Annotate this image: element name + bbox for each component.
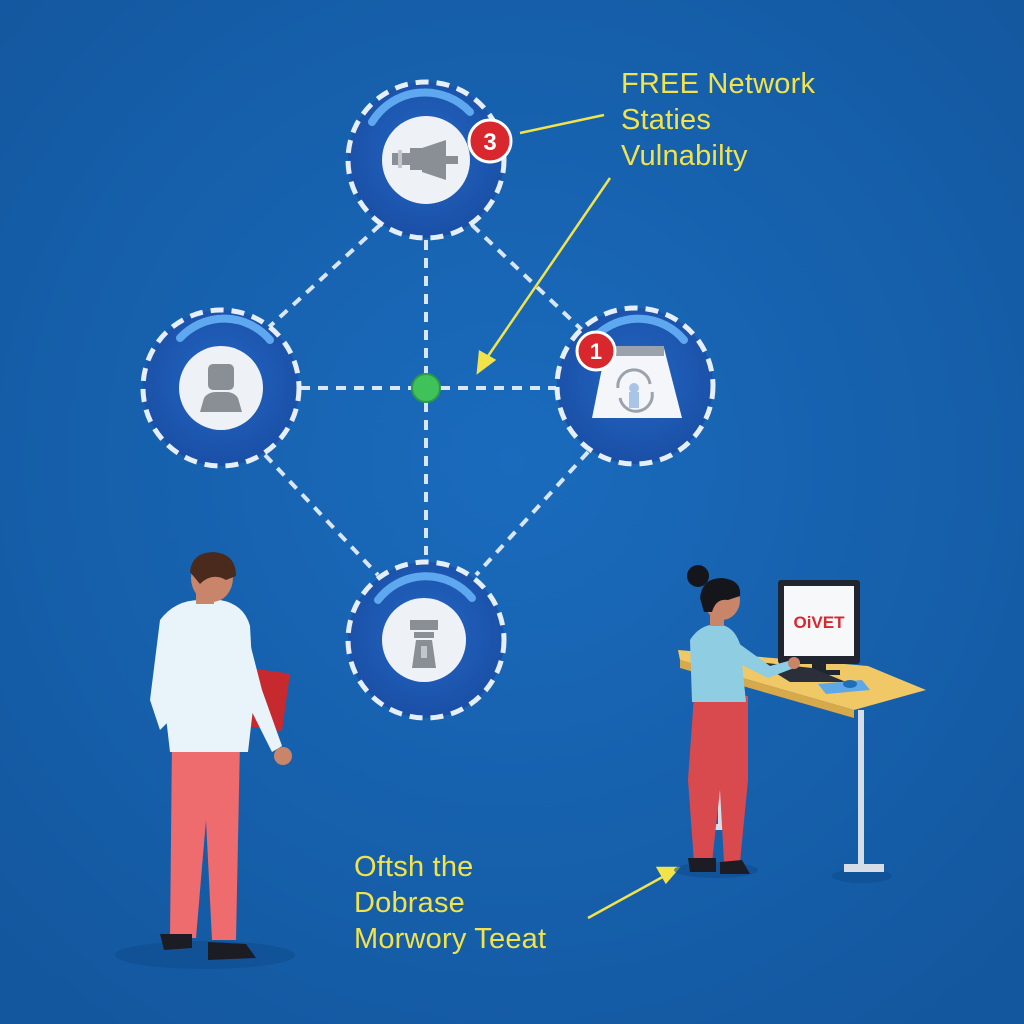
link-top-right xyxy=(470,223,584,332)
pointer-bottom-arrowhead xyxy=(655,866,681,885)
network-hub xyxy=(411,373,441,403)
pointer-top-to-badge xyxy=(519,113,605,135)
link-top-left xyxy=(266,223,382,330)
pointer-top-arrowhead xyxy=(476,349,497,375)
monitor-screen-text: OiVET xyxy=(793,613,845,632)
callout-top-line-3: Vulnabilty xyxy=(621,140,748,172)
refresh-device-icon xyxy=(592,346,682,418)
badge-right-count: 1 xyxy=(590,339,602,364)
man-figure xyxy=(115,552,295,969)
badge-top: 3 xyxy=(467,118,513,164)
server-tower-icon xyxy=(410,620,438,668)
mouse-pad xyxy=(818,680,870,694)
node-bottom[interactable] xyxy=(345,559,507,721)
node-top[interactable] xyxy=(345,79,507,241)
monitor[interactable]: OiVET xyxy=(778,580,860,675)
plug-connector-icon xyxy=(392,140,458,180)
user-avatar-icon xyxy=(200,364,242,412)
callout-bottom-line-1: Oftsh the xyxy=(354,851,474,883)
node-left[interactable] xyxy=(140,307,302,469)
callout-top-line-2: Staties xyxy=(621,104,712,136)
badge-top-count: 3 xyxy=(483,129,496,156)
callout-top-line-1: FREE Network xyxy=(621,68,816,100)
callout-bottom-line-2: Dobrase xyxy=(354,887,466,919)
network-links xyxy=(263,223,590,577)
link-left-bottom xyxy=(263,453,380,577)
callout-bottom-line-3: Morwory Teeat xyxy=(354,923,547,955)
link-right-bottom xyxy=(474,450,590,577)
pointer-lines xyxy=(476,113,681,920)
pointer-bottom xyxy=(587,872,669,920)
badge-right: 1 xyxy=(575,330,617,372)
pointer-top-to-hub xyxy=(482,177,612,363)
woman-figure xyxy=(674,565,800,878)
callout-network-vulnerability: FREE Network Staties Vulnabilty xyxy=(621,66,815,174)
node-right[interactable] xyxy=(554,305,716,467)
callout-database-memory: Oftsh the Dobrase Morwory Teeat xyxy=(354,849,546,957)
